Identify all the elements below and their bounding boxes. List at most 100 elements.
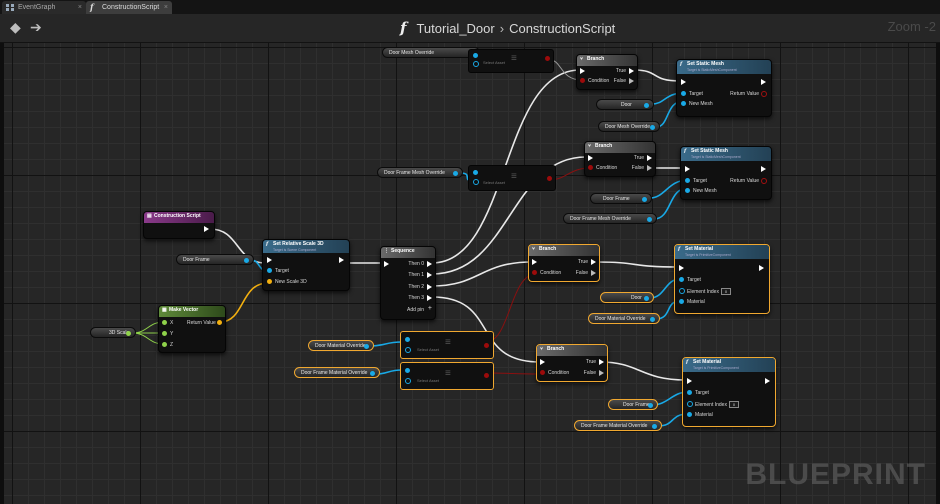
exec-input-pin[interactable]	[681, 79, 686, 85]
exec-input-pin[interactable]	[679, 265, 684, 271]
variable-door-frame-material-override[interactable]: Door Frame Material Override	[294, 367, 380, 378]
exec-input-pin[interactable]	[687, 378, 692, 384]
plus-icon[interactable]: +	[427, 305, 432, 312]
output-pin[interactable]	[644, 295, 649, 301]
select-asset-node[interactable]: Select Asset ≡	[400, 362, 494, 390]
exec-input-pin[interactable]	[384, 261, 389, 267]
exec-output-pin[interactable]	[759, 265, 764, 271]
material-pin[interactable]	[687, 412, 692, 417]
target-pin[interactable]	[687, 390, 692, 395]
target-pin[interactable]	[685, 178, 690, 183]
exec-output-pin[interactable]	[339, 257, 344, 263]
output-pin[interactable]	[652, 423, 657, 429]
sequence-node[interactable]: ⋮ Sequence Then 0 Then 1 Then 2 Then 3 A…	[380, 246, 436, 320]
variable-door-3[interactable]: Door	[600, 292, 654, 303]
tab-event-graph[interactable]: EventGraph ×	[2, 1, 86, 14]
then1-pin[interactable]	[427, 272, 432, 278]
exec-input-pin[interactable]	[532, 259, 537, 265]
set-static-mesh-node[interactable]: f Set Static Mesh Target is StaticMeshCo…	[676, 59, 772, 117]
target-pin[interactable]	[267, 268, 272, 273]
input-pin[interactable]	[405, 368, 410, 373]
construction-script-node[interactable]: ▤ Construction Script	[143, 211, 215, 239]
output-pin[interactable]	[650, 316, 655, 322]
variable-door-frame[interactable]: Door Frame	[176, 254, 254, 265]
condition-pin[interactable]	[588, 165, 593, 170]
variable-door-material-override-2[interactable]: Door Material Override	[588, 313, 660, 324]
branch-node[interactable]: ⑂ Branch True Condition False	[584, 141, 656, 177]
exec-input-pin[interactable]	[540, 359, 545, 365]
input-pin[interactable]	[405, 337, 410, 342]
then3-pin[interactable]	[427, 295, 432, 301]
variable-door-mesh-override[interactable]: Door Mesh Override	[382, 47, 480, 58]
element-index-pin[interactable]	[687, 401, 693, 407]
output-pin[interactable]	[126, 330, 131, 336]
set-static-mesh-node[interactable]: f Set Static Mesh Target is StaticMeshCo…	[680, 146, 772, 200]
set-material-node[interactable]: f Set Material Target is PrimitiveCompon…	[674, 244, 770, 314]
variable-door-material-override[interactable]: Door Material Override	[308, 340, 374, 351]
variable-door-mesh-override-2[interactable]: Door Mesh Override	[598, 121, 660, 132]
select-asset-node[interactable]: Select Asset ≡	[468, 165, 556, 191]
branch-node[interactable]: ⑂ Branch True Condition False	[536, 344, 608, 382]
condition-pin[interactable]	[540, 370, 545, 375]
return-value-pin[interactable]	[217, 320, 222, 325]
new-mesh-pin[interactable]	[685, 188, 690, 193]
output-pin[interactable]	[484, 373, 489, 378]
condition-pin[interactable]	[580, 78, 585, 83]
output-pin[interactable]	[650, 124, 655, 130]
variable-3d-scale[interactable]: 3D Scale	[90, 327, 136, 338]
set-relative-scale-node[interactable]: f Set Relative Scale 3D Target is Scene …	[262, 239, 350, 291]
variable-door[interactable]: Door	[596, 99, 654, 110]
input-pin[interactable]	[473, 179, 479, 185]
exec-output-pin[interactable]	[761, 166, 766, 172]
set-material-node[interactable]: f Set Material Target is PrimitiveCompon…	[682, 357, 776, 427]
exec-input-pin[interactable]	[685, 166, 690, 172]
output-pin[interactable]	[647, 216, 652, 222]
variable-door-frame-mesh-override[interactable]: Door Frame Mesh Override	[377, 167, 463, 178]
element-index-pin[interactable]	[679, 288, 685, 294]
breadcrumb-blueprint[interactable]: Tutorial_Door	[416, 21, 495, 36]
false-pin[interactable]	[629, 78, 634, 84]
close-icon[interactable]: ×	[77, 4, 82, 11]
element-index-input[interactable]: 0	[728, 401, 739, 408]
then2-pin[interactable]	[427, 284, 432, 290]
return-value-pin[interactable]	[761, 91, 767, 97]
input-pin[interactable]	[405, 347, 411, 353]
output-pin[interactable]	[453, 170, 458, 176]
arrow-left-icon[interactable]: ◆	[10, 19, 21, 35]
new-mesh-pin[interactable]	[681, 101, 686, 106]
output-pin[interactable]	[644, 102, 649, 108]
output-pin[interactable]	[547, 176, 552, 181]
exec-input-pin[interactable]	[267, 257, 272, 263]
output-pin[interactable]	[244, 257, 249, 263]
variable-door-frame-3[interactable]: Door Frame	[608, 399, 658, 410]
close-icon[interactable]: ×	[163, 4, 168, 11]
element-index-input[interactable]: 0	[720, 288, 731, 295]
input-pin[interactable]	[405, 378, 411, 384]
output-pin[interactable]	[370, 370, 375, 376]
graph-canvas[interactable]	[0, 43, 940, 504]
exec-input-pin[interactable]	[588, 155, 593, 161]
output-pin[interactable]	[364, 343, 369, 349]
target-pin[interactable]	[679, 277, 684, 282]
variable-door-frame-material-override-2[interactable]: Door Frame Material Override	[574, 420, 662, 431]
true-pin[interactable]	[629, 68, 634, 74]
add-pin-button[interactable]: Add pin	[407, 307, 424, 313]
make-vector-node[interactable]: ▦ Make Vector X Return Value Y Z	[158, 305, 226, 353]
branch-node[interactable]: ⑂ Branch True Condition False	[528, 244, 600, 282]
false-pin[interactable]	[647, 165, 652, 171]
new-scale-pin[interactable]	[267, 279, 272, 284]
exec-output-pin[interactable]	[761, 79, 766, 85]
output-pin[interactable]	[484, 343, 489, 348]
true-pin[interactable]	[647, 155, 652, 161]
condition-pin[interactable]	[532, 270, 537, 275]
x-pin[interactable]	[162, 320, 167, 325]
input-pin[interactable]	[473, 170, 478, 175]
output-pin[interactable]	[545, 56, 550, 61]
select-asset-node[interactable]: Select Asset ≡	[400, 331, 494, 359]
y-pin[interactable]	[162, 331, 167, 336]
branch-node[interactable]: ⑂ Branch True Condition False	[576, 54, 638, 90]
select-asset-node[interactable]: Select Asset ≡	[468, 49, 554, 73]
exec-output-pin[interactable]	[765, 378, 770, 384]
variable-door-frame-2[interactable]: Door Frame	[590, 193, 652, 204]
output-pin[interactable]	[642, 196, 647, 202]
